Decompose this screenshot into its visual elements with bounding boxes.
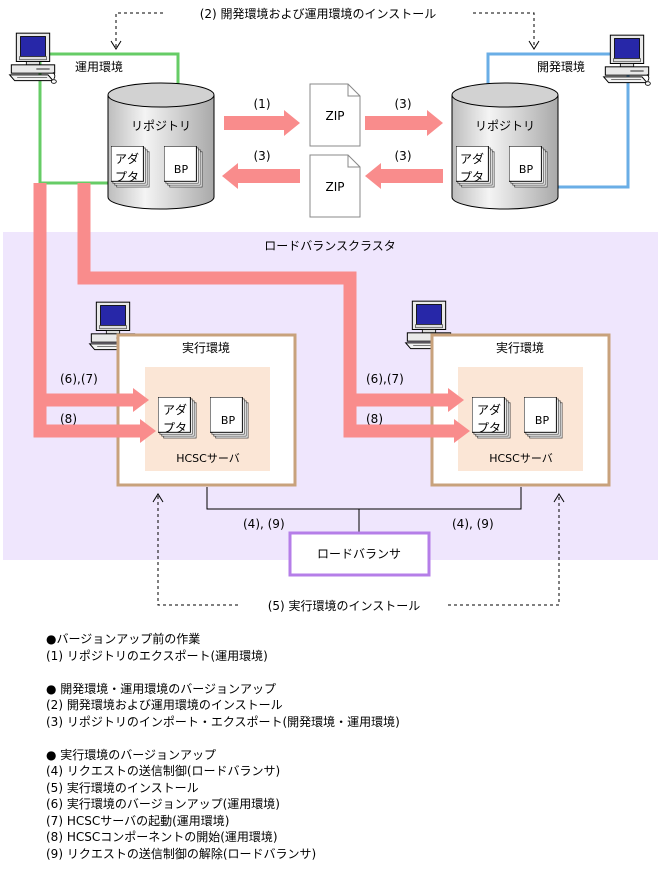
legend-item: (7) HCSCサーバの起動(運用環境) [46,813,230,828]
ops-computer-icon [9,32,57,84]
svg-text:(6),(7): (6),(7) [366,372,404,386]
deploy-arrows [33,183,456,438]
legend-item: (6) 実行環境のバージョンアップ(運用環境) [46,797,280,811]
ops-repository: リポジトリ アダ プタ BP [107,82,215,210]
svg-text:(4), (9): (4), (9) [243,517,285,531]
zip-file-top: ZIP [309,83,361,147]
legend-item: (5) 実行環境のインストール [46,780,199,795]
legend-item: (3) リポジトリのインポート・エクスポート(開発環境・運用環境) [46,714,400,729]
ops-network-line-lower [38,92,108,185]
exec-install-label: (5) 実行環境のインストール [268,598,421,613]
arrowhead [454,419,470,443]
load-balancer-box [288,531,431,577]
legend-section-title: ●バージョンアップ前の作業 [46,632,201,646]
svg-text:(3): (3) [395,149,412,163]
svg-text:プタ: プタ [477,421,501,435]
top-install-label: (2) 開発環境および運用環境のインストール [200,6,437,21]
legend-item: (4) リクエストの送信制御(ロードバランサ) [46,764,281,778]
svg-text:BP: BP [221,414,236,427]
lb-network-line [206,487,522,510]
repository-label: リポジトリ [131,119,191,133]
repository-label: リポジトリ [475,119,535,133]
export-arrow [224,110,300,136]
arrowhead [448,388,464,412]
load-balancer-label: ロードバランサ [317,547,401,561]
svg-text:(8): (8) [60,412,77,426]
legend-item: (1) リポジトリのエクスポート(運用環境) [46,648,268,663]
arrowhead [553,493,565,503]
svg-text:BP: BP [535,414,550,427]
export-arrow-left [365,163,443,189]
svg-text:実行環境: 実行環境 [182,340,230,355]
import-arrow-left [222,163,300,189]
svg-text:(3): (3) [254,149,271,163]
dev-network-line-lower [556,96,630,189]
hcsc-server-label: HCSCサーバ [176,452,240,465]
dev-repository: リポジトリ アダ プタ BP [451,82,559,210]
svg-text:アダ: アダ [163,402,187,417]
architecture-diagram: ロードバランスクラスタ 運用環境 開発環境 (2) 開発環境および運用環境のイン… [3,6,658,613]
legend-item: (9) リクエストの送信制御の解除(ロードバランサ) [46,846,317,861]
legend-section: ● 実行環境のバージョンアップ (4) リクエストの送信制御(ロードバランサ) … [46,747,656,863]
svg-text:(3): (3) [395,97,412,111]
arrowhead [110,40,122,50]
svg-text:実行環境: 実行環境 [496,340,544,355]
svg-text:アダ: アダ [115,151,139,166]
svg-text:(6),(7): (6),(7) [60,372,98,386]
cluster-label: ロードバランスクラスタ [264,239,396,253]
svg-text:BP: BP [519,163,534,176]
dev-computer-icon [603,34,651,86]
legend-item: (2) 開発環境および運用環境のインストール [46,698,283,712]
svg-text:(8): (8) [366,412,383,426]
hcsc-server-label: HCSCサーバ [489,452,553,465]
svg-text:プタ: プタ [460,170,484,184]
svg-text:BP: BP [174,163,189,176]
svg-text:プタ: プタ [115,170,139,184]
svg-text:ZIP: ZIP [326,109,345,123]
legend-section-title: ● 開発環境・運用環境のバージョンアップ [46,681,277,696]
svg-text:アダ: アダ [477,402,501,417]
zip-file-bottom: ZIP [309,154,361,218]
legend-section: ●バージョンアップ前の作業 (1) リポジトリのエクスポート(運用環境) [46,631,656,664]
svg-text:(4), (9): (4), (9) [452,517,494,531]
legend-item: (8) HCSCコンポーネントの開始(運用環境) [46,830,278,844]
legend-section: ● 開発環境・運用環境のバージョンアップ (2) 開発環境および運用環境のインス… [46,681,656,731]
svg-text:(1): (1) [254,97,271,111]
legend-section-title: ● 実行環境のバージョンアップ [46,747,217,762]
import-arrow [365,110,443,136]
dev-env-label: 開発環境 [537,59,585,74]
arrowhead [152,493,164,503]
svg-text:アダ: アダ [460,151,484,166]
svg-text:ZIP: ZIP [326,180,345,194]
ops-env-label: 運用環境 [75,59,123,74]
arrowhead [528,40,540,50]
arrowhead [133,388,149,412]
legend: ●バージョンアップ前の作業 (1) リポジトリのエクスポート(運用環境) ● 開… [46,631,656,862]
arrowhead [140,419,156,443]
svg-text:プタ: プタ [163,421,187,435]
